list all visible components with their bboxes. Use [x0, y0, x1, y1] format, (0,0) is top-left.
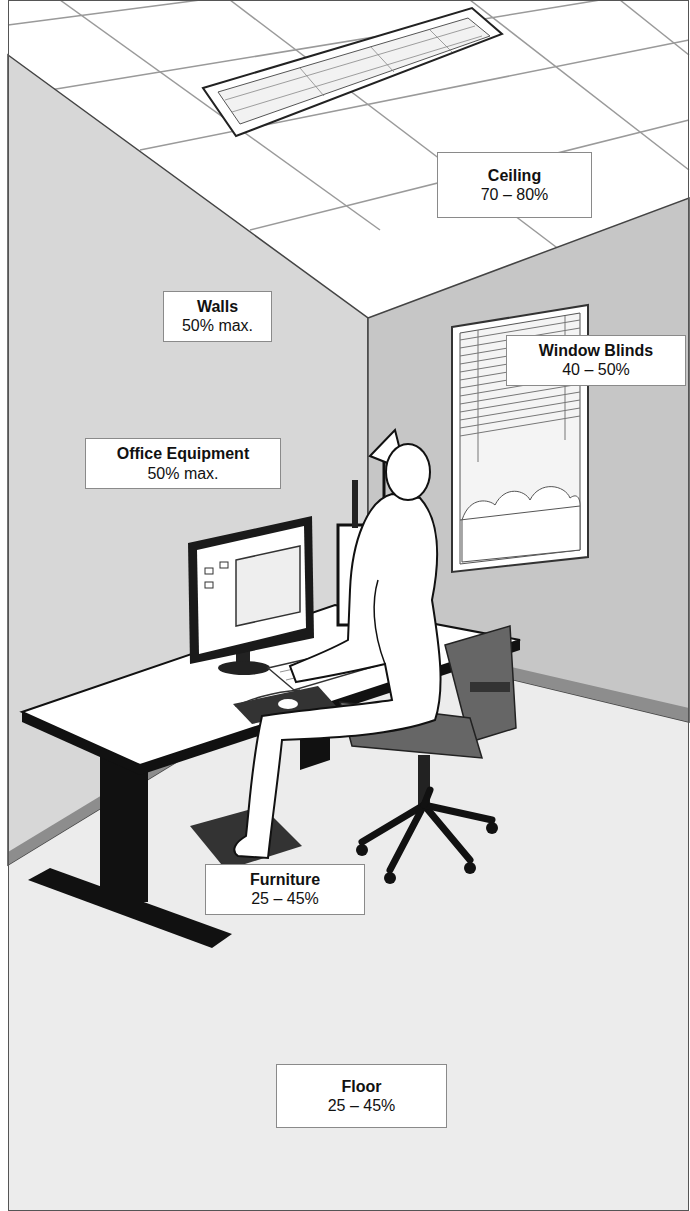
reflectance-label: Window Blinds40 – 50%: [506, 335, 686, 386]
reflectance-label: Office Equipment50% max.: [85, 438, 281, 489]
reflectance-label: Furniture25 – 45%: [205, 864, 365, 915]
reflectance-value: 70 – 80%: [481, 185, 549, 204]
reflectance-label: Floor25 – 45%: [276, 1064, 447, 1128]
surface-name: Ceiling: [488, 166, 541, 185]
reflectance-value: 40 – 50%: [562, 360, 630, 379]
reflectance-value: 50% max.: [182, 316, 253, 335]
reflectance-value: 25 – 45%: [328, 1096, 396, 1115]
reflectance-value: 25 – 45%: [251, 889, 319, 908]
surface-name: Walls: [197, 297, 238, 316]
reflectance-label: Ceiling70 – 80%: [437, 152, 592, 218]
reflectance-value: 50% max.: [147, 464, 218, 483]
surface-name: Window Blinds: [539, 341, 654, 360]
surface-name: Office Equipment: [117, 444, 249, 463]
surface-name: Floor: [342, 1077, 382, 1096]
surface-name: Furniture: [250, 870, 320, 889]
reflectance-label: Walls50% max.: [163, 291, 272, 342]
